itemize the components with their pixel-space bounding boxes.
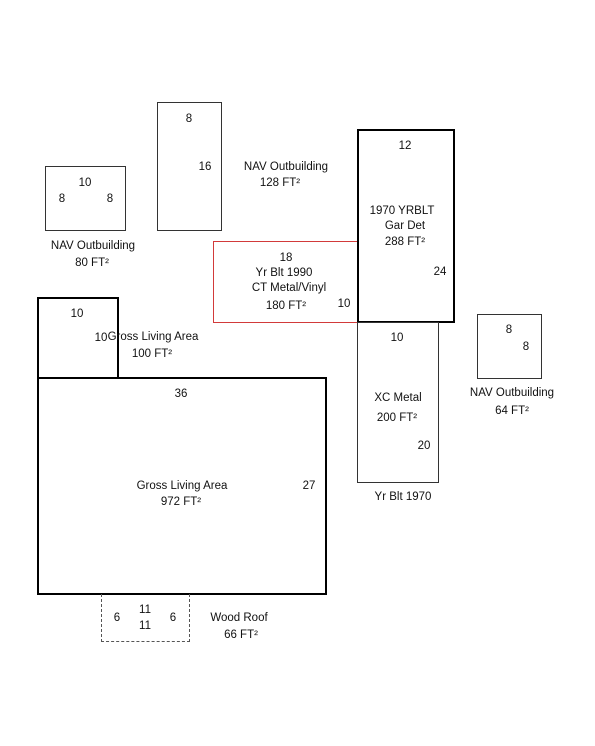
wood-roof-bottom-dim: 11 [139, 620, 151, 632]
ct-metal-side-dim: 10 [337, 298, 351, 310]
nav-outbuilding-128-side-dim: 16 [198, 161, 212, 173]
xc-metal-caption: Yr Blt 1970 [374, 491, 432, 503]
nav-outbuilding-128-shape [157, 102, 222, 231]
wood-roof-name: Wood Roof [210, 612, 268, 624]
nav-outbuilding-80-area: 80 FT² [75, 257, 109, 269]
ct-metal-top-dim: 18 [279, 252, 293, 264]
gla-small-area: 100 FT² [131, 348, 173, 360]
wood-roof-right-dim: 6 [169, 612, 177, 624]
garage-area: 288 FT² [384, 236, 426, 248]
garage-top-dim: 12 [398, 140, 412, 152]
nav-outbuilding-80-shape [45, 166, 126, 231]
gla-small-side-dim: 10 [94, 332, 108, 344]
xc-metal-side-dim: 20 [417, 440, 431, 452]
garage-year: 1970 YRBLT [369, 205, 435, 217]
nav-outbuilding-128-name: NAV Outbuilding [243, 161, 329, 173]
garage-name: Gar Det [384, 220, 426, 232]
gla-main-side-dim: 27 [302, 480, 316, 492]
gla-main-top-dim: 36 [174, 388, 188, 400]
xc-metal-area: 200 FT² [376, 412, 418, 424]
wood-roof-area: 66 FT² [224, 629, 258, 641]
nav-outbuilding-64-side-dim: 8 [522, 341, 530, 353]
wood-roof-left-dim: 6 [113, 612, 121, 624]
nav-outbuilding-80-top-dim: 10 [78, 177, 92, 189]
nav-outbuilding-80-left-dim: 8 [58, 193, 66, 205]
nav-outbuilding-64-area: 64 FT² [495, 405, 529, 417]
nav-outbuilding-64-top-dim: 8 [505, 324, 513, 336]
xc-metal-top-dim: 10 [390, 332, 404, 344]
gla-main-shape [37, 377, 327, 595]
wood-roof-shape [101, 594, 190, 642]
gla-small-top-dim: 10 [70, 308, 84, 320]
nav-outbuilding-128-area: 128 FT² [259, 177, 301, 189]
gla-main-area: 972 FT² [160, 496, 202, 508]
ct-metal-name: CT Metal/Vinyl [251, 282, 327, 294]
garage-side-dim: 24 [433, 266, 447, 278]
xc-metal-name: XC Metal [374, 392, 422, 404]
gla-main-name: Gross Living Area [136, 480, 228, 492]
xc-metal-shape [357, 322, 439, 483]
nav-outbuilding-80-right-dim: 8 [106, 193, 114, 205]
ct-metal-year: Yr Blt 1990 [255, 267, 313, 279]
nav-outbuilding-64-shape [477, 314, 542, 379]
wood-roof-top-dim: 11 [139, 604, 151, 616]
gla-small-name: Gross Living Area [107, 331, 199, 343]
ct-metal-area: 180 FT² [265, 300, 307, 312]
nav-outbuilding-128-top-dim: 8 [185, 113, 193, 125]
nav-outbuilding-64-name: NAV Outbuilding [469, 387, 555, 399]
nav-outbuilding-80-name: NAV Outbuilding [50, 240, 136, 252]
